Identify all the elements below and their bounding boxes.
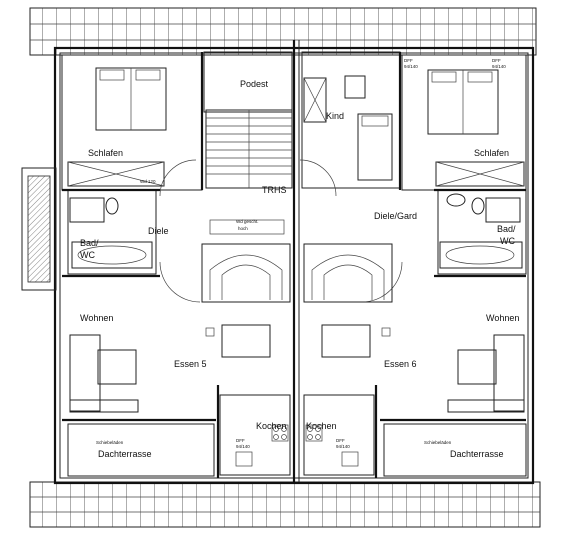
door-swings — [159, 159, 403, 303]
room-label-dachterrasse-left: Dachterrasse — [98, 449, 152, 459]
bath-right: Bad/ WC Diele/Gard — [374, 189, 527, 275]
room-label-podest: Podest — [240, 79, 269, 89]
podest-area: Podest TRHS — [203, 51, 293, 195]
room-label-dachterrasse-right: Dachterrasse — [450, 449, 504, 459]
room-label-essen-right: Essen 6 — [384, 359, 417, 369]
partition-walls — [62, 52, 526, 478]
terraces: Schiebeläden Dachterrasse Schiebeläden D… — [67, 423, 527, 477]
bath-left: Bad/ WC Diele — [67, 189, 169, 275]
kind-room: Kind — [301, 51, 401, 189]
room-label-kochen-right: Kochen — [306, 421, 337, 431]
svg-text:94/140: 94/140 — [404, 64, 418, 69]
svg-text:DFF: DFF — [492, 58, 501, 63]
room-label-trhs: TRHS — [262, 185, 287, 195]
roof-edge-bottom — [29, 481, 541, 528]
svg-text:DFF: DFF — [336, 438, 345, 443]
bedroom-right: Schlafen DFF 94/140 DFF 94/140 — [401, 54, 527, 191]
room-label-diele-gard: Diele/Gard — [374, 211, 417, 221]
room-label-diele-left: Diele — [148, 226, 169, 236]
bedroom-left: Schlafen Wd 120 — [61, 54, 203, 191]
room-label-kind: Kind — [326, 111, 344, 121]
room-label-schlafen-left: Schlafen — [88, 148, 123, 158]
living-left: Wohnen Essen 5 — [69, 313, 271, 413]
room-label-bad-right-2: WC — [500, 236, 515, 246]
room-label-bad-left-1: Bad/ — [80, 238, 99, 248]
svg-text:hoch: hoch — [238, 226, 248, 231]
room-label-schlafen-right: Schlafen — [474, 148, 509, 158]
left-balcony — [21, 167, 57, 291]
spiral-stairs: Wd gescht. hoch — [201, 219, 393, 303]
kitchens: Kochen Kochen DFF 94/140 DFF 94/140 — [219, 394, 375, 476]
svg-text:Schiebeläden: Schiebeläden — [96, 440, 124, 445]
svg-text:94/140: 94/140 — [492, 64, 506, 69]
wand-label: Wd 120 — [140, 179, 156, 184]
svg-text:94/140: 94/140 — [236, 444, 250, 449]
svg-text:94/140: 94/140 — [336, 444, 350, 449]
svg-text:DFF: DFF — [236, 438, 245, 443]
room-label-wohnen-right: Wohnen — [486, 313, 519, 323]
svg-text:Wd gescht.: Wd gescht. — [236, 219, 259, 224]
room-label-wohnen-left: Wohnen — [80, 313, 113, 323]
outer-walls — [53, 40, 535, 485]
room-label-essen-left: Essen 5 — [174, 359, 207, 369]
living-right: Wohnen Essen 6 — [321, 313, 525, 413]
svg-text:DFF: DFF — [404, 58, 413, 63]
room-label-bad-left-2: WC — [80, 250, 95, 260]
room-label-kochen-left: Kochen — [256, 421, 287, 431]
svg-text:Schiebeläden: Schiebeläden — [424, 440, 452, 445]
room-label-bad-right-1: Bad/ — [497, 224, 516, 234]
